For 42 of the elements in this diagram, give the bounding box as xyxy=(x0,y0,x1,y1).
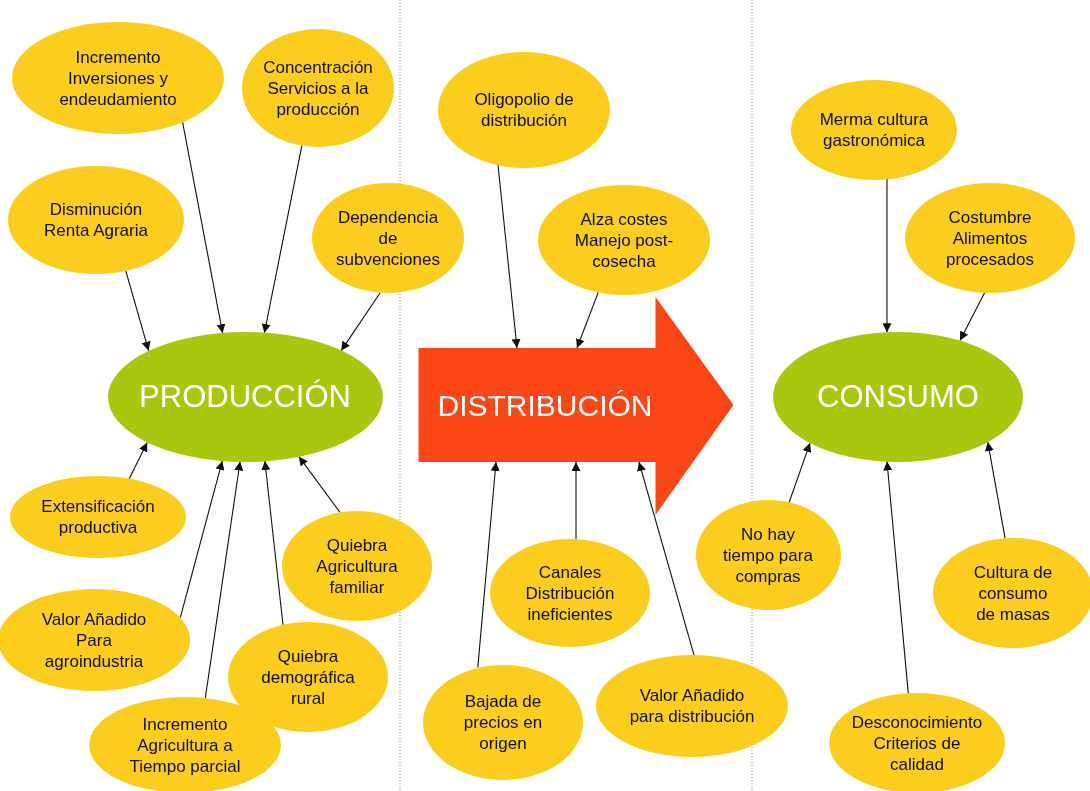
arrow xyxy=(477,461,500,668)
node-label: Bajada de precios en origen xyxy=(462,690,544,754)
node-label: Extensificación productiva xyxy=(40,496,156,538)
node-label: Costumbre Alimentos procesados xyxy=(945,206,1035,270)
node-label: Desconocimiento Criterios de calidad xyxy=(850,711,984,775)
node-label: Incremento Agricultura a Tiempo parcial xyxy=(128,713,242,777)
arrow xyxy=(340,292,381,352)
arrow-shape-node xyxy=(417,297,733,515)
arrow xyxy=(261,144,303,334)
node-label: Merma cultura gastronómica xyxy=(818,109,930,151)
arrow xyxy=(959,292,986,342)
node-label: Cultura de consumo de masas xyxy=(972,561,1054,625)
node-label: Valor Añadido Para agroindustria xyxy=(40,608,148,672)
arrow xyxy=(571,461,581,540)
arrow xyxy=(984,441,1006,539)
arrow xyxy=(576,291,599,349)
arrow xyxy=(298,456,341,514)
node-label: Quiebra demográfica rural xyxy=(260,645,356,709)
arrow xyxy=(179,460,225,619)
node-label: DISTRIBUCIÓN xyxy=(437,389,653,423)
node-label: No hay tiempo para compras xyxy=(722,523,814,587)
node-label: Dependencia de subvenciones xyxy=(335,206,441,270)
arrow xyxy=(261,460,284,626)
node-label: Concentración Servicios a la producción xyxy=(262,56,374,120)
node-label: Valor Añadido para distribución xyxy=(629,685,755,727)
node-label: CONSUMO xyxy=(817,379,979,415)
node-label: PRODUCCIÓN xyxy=(139,379,351,415)
arrow xyxy=(637,461,695,656)
node-label: Disminución Renta Agraria xyxy=(43,199,149,241)
arrow xyxy=(125,270,151,352)
arrow xyxy=(788,442,812,504)
arrow xyxy=(204,460,244,699)
node-label: Alza costes Manejo post-cosecha xyxy=(573,208,675,272)
node-label: Incremento Inversiones y endeudamiento xyxy=(58,46,178,110)
node-label: Oligopolio de distribución xyxy=(473,89,575,131)
arrow xyxy=(128,442,148,480)
node-label: Canales Distribución ineficientes xyxy=(524,561,616,625)
arrow xyxy=(182,121,226,334)
arrow xyxy=(883,460,909,695)
node-label: Quiebra Agricultura familiar xyxy=(315,534,399,598)
arrow xyxy=(882,178,892,333)
arrow xyxy=(497,164,521,349)
